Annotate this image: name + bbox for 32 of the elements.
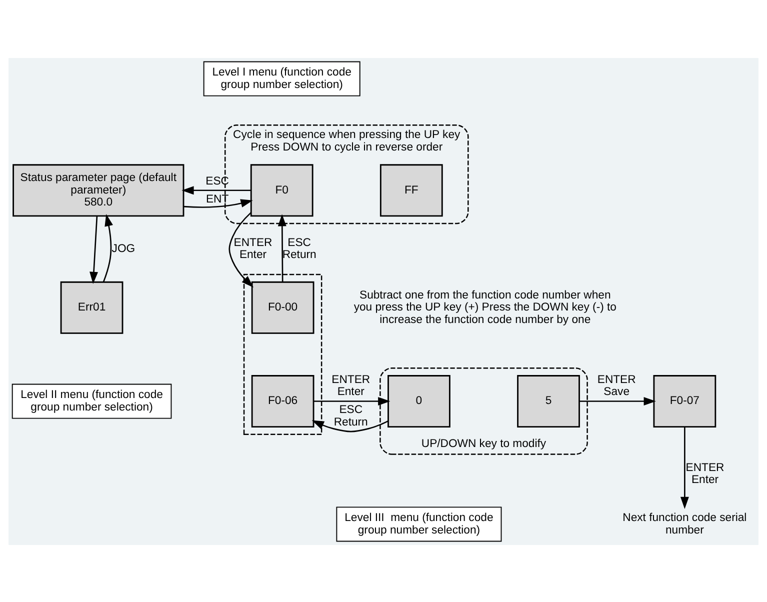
node-box: 5 xyxy=(517,374,580,427)
node-box: Level II menu (function code group number selection) xyxy=(12,383,172,418)
arrow xyxy=(278,214,286,282)
edge-label: ENTER Enter xyxy=(686,461,724,486)
node-box: FF xyxy=(380,164,443,216)
cluster xyxy=(243,273,322,434)
node-box: Status parameter page (default parameter) 580.0 xyxy=(12,164,184,216)
edge-label: JOG xyxy=(112,242,136,254)
edge-label: ENTER Enter xyxy=(234,236,272,261)
arrow xyxy=(314,396,390,405)
arrow xyxy=(228,212,254,288)
edge-label: ESC Return xyxy=(334,404,368,428)
node-box: F0-07 xyxy=(653,374,716,427)
edge-label: ESC Return xyxy=(282,236,316,261)
node-box: Level I menu (function code group number selection) xyxy=(203,60,360,96)
label: Subtract one from the function code number when you press the UP key (+) Press the DOWN key (-) to increase the function code number by one xyxy=(354,288,616,326)
node-box: F0-00 xyxy=(251,280,314,334)
arrow xyxy=(312,420,388,432)
node-box: Err01 xyxy=(60,280,124,334)
arrow xyxy=(102,214,113,282)
node-box: F0 xyxy=(250,164,314,216)
node-box: 0 xyxy=(388,374,450,427)
edge-label: ENTER Save xyxy=(597,373,636,398)
arrow xyxy=(579,396,656,405)
node-text: Next function code serial number xyxy=(622,511,747,536)
edge-label: ENTER Enter xyxy=(332,373,370,398)
node-box: F0-06 xyxy=(251,374,314,427)
arrow xyxy=(680,426,689,509)
node-box: Level III menu (function code group number selection) xyxy=(336,506,502,542)
arrow xyxy=(184,198,253,208)
arrow xyxy=(90,216,98,284)
arrow xyxy=(182,186,251,194)
